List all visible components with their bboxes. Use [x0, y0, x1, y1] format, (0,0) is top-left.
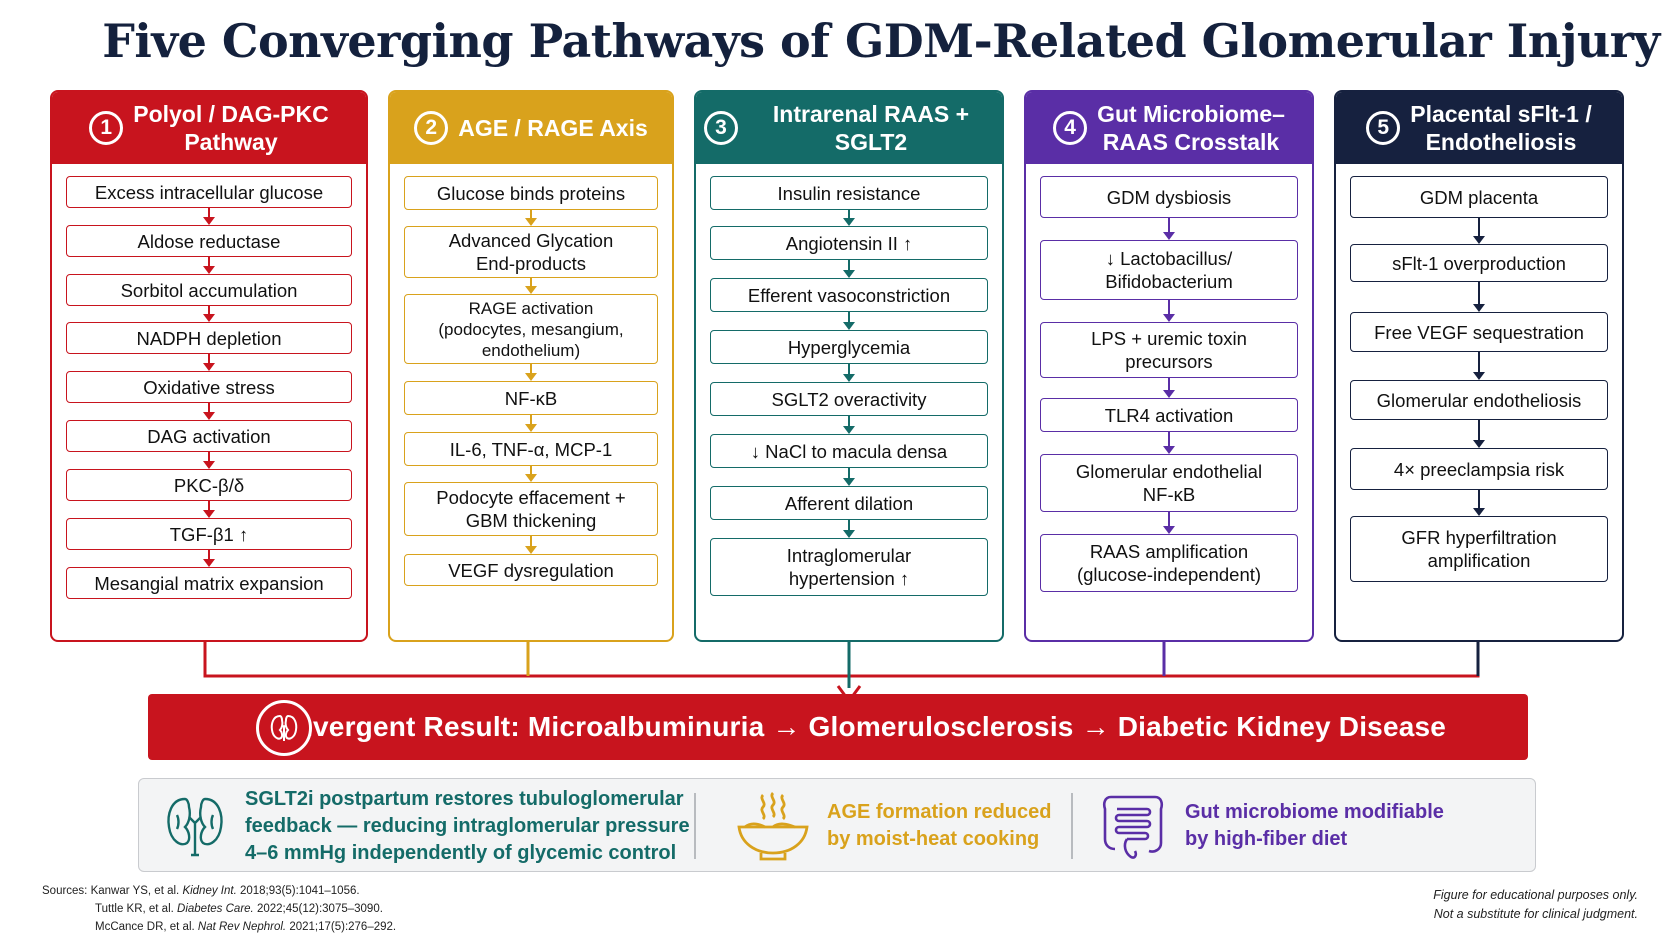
- step-number-badge: 2: [414, 111, 449, 145]
- pathway-panel-polyol: 1 Polyol / DAG-PKC Pathway Excess intrac…: [50, 90, 368, 642]
- pathway-step: LPS + uremic toxin precursors: [1040, 322, 1298, 378]
- step-number-badge: 4: [1053, 111, 1088, 145]
- pathway-step: NADPH depletion: [66, 322, 352, 354]
- pathway-step: GFR hyperfiltration amplification: [1350, 516, 1608, 582]
- ref-details: 2018;93(5):1041–1056.: [236, 885, 360, 897]
- pathway-step: TGF-β1 ↑: [66, 518, 352, 550]
- pathway-step: Glomerular endotheliosis: [1350, 380, 1608, 420]
- divider: [694, 793, 696, 859]
- panel-header: 4 Gut Microbiome– RAAS Crosstalk: [1026, 92, 1312, 164]
- panel-title: Placental sFlt-1 / Endotheliosis: [1410, 101, 1592, 155]
- convergent-result-banner: Convergent Result: Microalbuminuria → Gl…: [148, 694, 1528, 760]
- pathway-step: sFlt-1 overproduction: [1350, 244, 1608, 282]
- panel-header: 5 Placental sFlt-1 / Endotheliosis: [1336, 92, 1622, 164]
- pathway-step: Free VEGF sequestration: [1350, 312, 1608, 352]
- pathway-panel-placental-sflt1: 5 Placental sFlt-1 / Endotheliosis GDM p…: [1334, 90, 1624, 642]
- ref-journal: Kidney Int.: [182, 885, 237, 897]
- clinical-notes-panel: SGLT2i postpartum restores tubuloglomeru…: [138, 778, 1536, 872]
- pathway-step: 4× preeclampsia risk: [1350, 448, 1608, 490]
- panel-header: 3 Intrarenal RAAS + SGLT2: [696, 92, 1002, 164]
- step-number-badge: 1: [89, 111, 124, 145]
- step-number-badge: 3: [704, 111, 738, 145]
- pathway-step: Oxidative stress: [66, 371, 352, 403]
- pathway-step: SGLT2 overactivity: [710, 382, 988, 416]
- pathway-step: Glucose binds proteins: [404, 176, 658, 210]
- ref-details: 2021;17(5):276–292.: [286, 921, 397, 933]
- pathway-step: PKC-β/δ: [66, 469, 352, 501]
- pathway-step: Excess intracellular glucose: [66, 176, 352, 208]
- pathway-step: NF-κB: [404, 381, 658, 415]
- steaming-bowl-icon: [733, 789, 813, 863]
- panel-title: Intrarenal RAAS + SGLT2: [772, 101, 970, 155]
- step-number-badge: 5: [1366, 111, 1401, 145]
- pathway-step: Insulin resistance: [710, 176, 988, 210]
- source-ref: McCance DR, et al. Nat Rev Nephrol. 2021…: [42, 918, 396, 936]
- sources-list: Sources: Kanwar YS, et al. Kidney Int. 2…: [42, 882, 396, 936]
- pathway-step: Hyperglycemia: [710, 330, 988, 364]
- pathway-step: ↓ NaCl to macula densa: [710, 434, 988, 468]
- pathway-step: Sorbitol accumulation: [66, 274, 352, 306]
- pathway-step: IL-6, TNF-α, MCP-1: [404, 432, 658, 466]
- panel-title: AGE / RAGE Axis: [458, 115, 648, 141]
- ref-authors: Kanwar YS, et al.: [90, 885, 183, 897]
- convergent-result-text: Convergent Result: Microalbuminuria → Gl…: [258, 711, 1447, 742]
- ref-journal: Nat Rev Nephrol.: [197, 921, 287, 933]
- pathway-step: RAGE activation (podocytes, mesangium, e…: [404, 294, 658, 364]
- pathway-step: RAAS amplification (glucose-independent): [1040, 534, 1298, 592]
- ref-details: 2022;45(12):3075–3090.: [253, 903, 383, 915]
- kidney-icon: [256, 700, 312, 756]
- pathway-step: GDM dysbiosis: [1040, 176, 1298, 218]
- ref-journal: Diabetes Care.: [177, 903, 254, 915]
- kidney-icon: [161, 791, 229, 861]
- note-text: Gut microbiome modifiable by high-fiber …: [1185, 801, 1444, 850]
- panel-header: 1 Polyol / DAG-PKC Pathway: [52, 92, 366, 164]
- note-age-cooking: AGE formation reduced by moist-heat cook…: [733, 779, 1063, 873]
- source-ref: Sources: Kanwar YS, et al. Kidney Int. 2…: [42, 882, 396, 900]
- figure-title: Five Converging Pathways of GDM-Related …: [102, 14, 1660, 68]
- pathway-step: Mesangial matrix expansion: [66, 567, 352, 599]
- pathway-step: Glomerular endothelial NF-κB: [1040, 454, 1298, 512]
- pathway-step: Intraglomerular hypertension ↑: [710, 538, 988, 596]
- pathway-step: ↓ Lactobacillus/ Bifidobacterium: [1040, 240, 1298, 300]
- pathway-step: Aldose reductase: [66, 225, 352, 257]
- pathway-flow: GDM dysbiosis ↓ Lactobacillus/ Bifidobact…: [1040, 176, 1298, 626]
- pathway-step: GDM placenta: [1350, 176, 1608, 218]
- pathway-panel-age-rage: 2 AGE / RAGE Axis Glucose binds proteins…: [388, 90, 674, 642]
- intestine-icon: [1097, 787, 1169, 865]
- pathway-step: Podocyte effacement + GBM thickening: [404, 482, 658, 536]
- ref-authors: Tuttle KR, et al.: [95, 903, 178, 915]
- sources-label: Sources:: [42, 885, 88, 897]
- disclaimer-line: Figure for educational purposes only.: [1433, 888, 1638, 902]
- pathway-panel-gut-microbiome: 4 Gut Microbiome– RAAS Crosstalk GDM dys…: [1024, 90, 1314, 642]
- panel-header: 2 AGE / RAGE Axis: [390, 92, 672, 164]
- disclaimer-line: Not a substitute for clinical judgment.: [1433, 907, 1638, 921]
- pathway-step: TLR4 activation: [1040, 398, 1298, 432]
- pathway-step: Angiotensin II ↑: [710, 226, 988, 260]
- source-ref: Tuttle KR, et al. Diabetes Care. 2022;45…: [42, 900, 396, 918]
- pathway-step: Efferent vasoconstriction: [710, 278, 988, 312]
- note-sglt2i: SGLT2i postpartum restores tubuloglomeru…: [161, 779, 721, 873]
- panel-title: Gut Microbiome– RAAS Crosstalk: [1097, 101, 1285, 155]
- pathway-step: Afferent dilation: [710, 486, 988, 520]
- pathway-panel-raas-sglt2: 3 Intrarenal RAAS + SGLT2 Insulin resist…: [694, 90, 1004, 642]
- disclaimer: Figure for educational purposes only. No…: [1433, 886, 1638, 924]
- pathway-step: VEGF dysregulation: [404, 554, 658, 586]
- note-text: SGLT2i postpartum restores tubuloglomeru…: [245, 787, 690, 864]
- ref-authors: McCance DR, et al.: [95, 921, 198, 933]
- pathway-step: DAG activation: [66, 420, 352, 452]
- panel-title: Polyol / DAG-PKC Pathway: [133, 101, 329, 155]
- pathway-step: Advanced Glycation End-products: [404, 226, 658, 278]
- note-text: AGE formation reduced by moist-heat cook…: [827, 801, 1052, 850]
- note-gut-fiber: Gut microbiome modifiable by high-fiber …: [1097, 779, 1517, 873]
- divider: [1071, 793, 1073, 859]
